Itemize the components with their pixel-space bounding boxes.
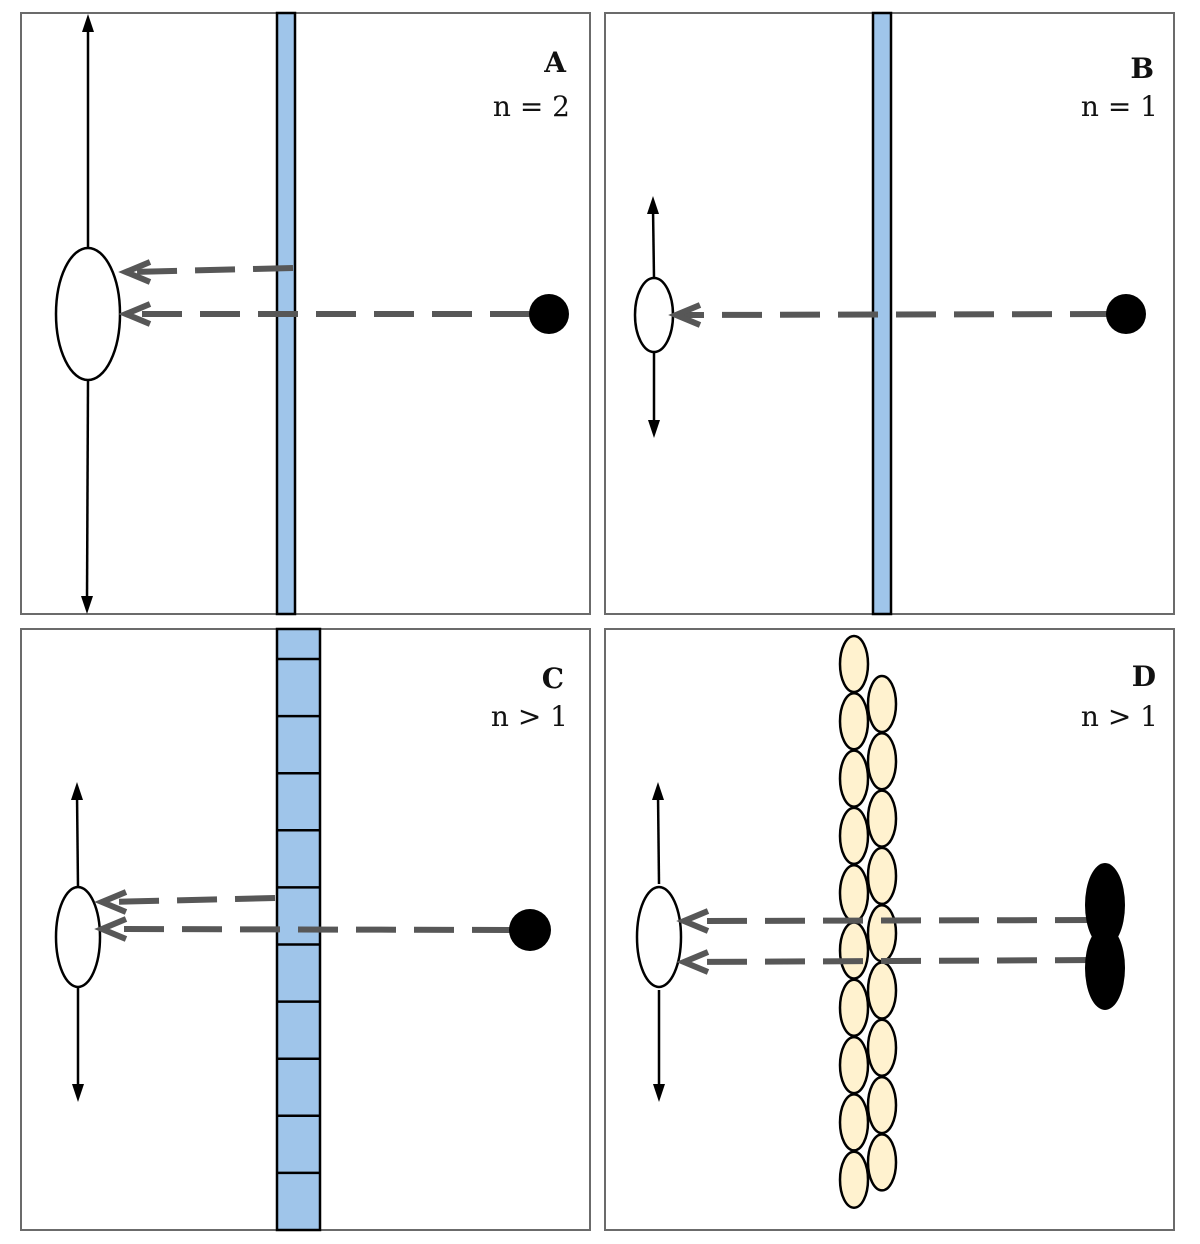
panel-a-ray-direct-arrowhead-icon xyxy=(118,301,152,327)
panel-b: B n = 1 xyxy=(604,11,1175,616)
panel-d-bead-right xyxy=(866,674,898,734)
panel-d-bead-left xyxy=(838,978,870,1038)
panel-b-letter: B xyxy=(1130,52,1154,85)
panel-d-bead-left xyxy=(838,1093,870,1152)
panel-a-letter: A xyxy=(543,46,567,79)
panel-d-ray-upper-arrowhead-icon xyxy=(676,908,710,934)
panel-b-ray-direct-arrowhead-icon xyxy=(668,302,702,328)
panel-b-vertical-double-arrow-icon xyxy=(647,196,660,438)
panel-d: D n > 1 xyxy=(604,628,1175,1231)
panel-d-bead-right xyxy=(866,1133,898,1192)
panel-d-bead-columns xyxy=(838,634,898,1209)
panel-c-ray-reflected-arrowhead-icon xyxy=(94,889,128,915)
panel-d-bead-left xyxy=(838,634,870,694)
panel-d-bead-left xyxy=(838,1150,870,1209)
panel-c-ray-reflected xyxy=(107,895,276,905)
panel-d-bead-left xyxy=(838,749,870,808)
panel-d-bead-left xyxy=(838,806,870,866)
panel-a-ray-reflected-arrowhead-icon xyxy=(118,259,152,285)
panel-d-vertical-double-arrow-icon xyxy=(652,782,665,1102)
panel-d-bead-left xyxy=(838,1035,870,1095)
panel-a: A n = 2 xyxy=(20,11,591,616)
panel-d-letter: D xyxy=(1132,660,1156,693)
panel-b-point-source xyxy=(1106,294,1146,334)
panel-d-bead-right xyxy=(866,732,898,791)
panel-c-letter: C xyxy=(542,662,564,695)
panel-d-n-label: n > 1 xyxy=(1081,700,1158,733)
panel-c-lens xyxy=(54,885,102,989)
panel-d-lens xyxy=(635,885,683,989)
panel-a-point-source xyxy=(529,294,569,334)
panel-c-ray-direct xyxy=(107,926,513,933)
panel-b-lens xyxy=(633,276,675,354)
panel-d-ray-upper xyxy=(689,917,1096,924)
panel-d-extended-source xyxy=(1085,863,1125,1010)
panel-c: C n > 1 xyxy=(20,627,591,1232)
panel-a-vertical-double-arrow-icon xyxy=(81,14,94,614)
panel-d-ray-lower xyxy=(689,957,1096,965)
panel-b-ray-direct xyxy=(681,311,1111,318)
panel-d-bead-right xyxy=(866,961,898,1020)
panel-c-vertical-double-arrow-icon xyxy=(71,782,84,1102)
panel-d-bead-left xyxy=(838,692,870,751)
panel-b-n-label: n = 1 xyxy=(1081,90,1158,123)
panel-d-bead-right xyxy=(866,1075,898,1135)
panel-d-bead-right xyxy=(866,903,898,963)
panel-d-bead-left xyxy=(838,863,870,923)
panel-d-ray-lower-arrowhead-icon xyxy=(676,949,710,975)
panel-d-bead-left xyxy=(838,921,870,980)
panel-d-bead-right xyxy=(866,1018,898,1078)
panel-c-ray-direct-arrowhead-icon xyxy=(94,916,128,942)
panel-a-n-label: n = 2 xyxy=(493,90,570,123)
panel-c-point-source xyxy=(509,909,551,951)
panel-d-bead-right xyxy=(866,789,898,848)
panel-c-n-label: n > 1 xyxy=(491,700,568,733)
panel-a-lens xyxy=(54,246,122,382)
panel-d-bead-right xyxy=(866,846,898,906)
panel-a-ray-reflected xyxy=(129,265,294,275)
